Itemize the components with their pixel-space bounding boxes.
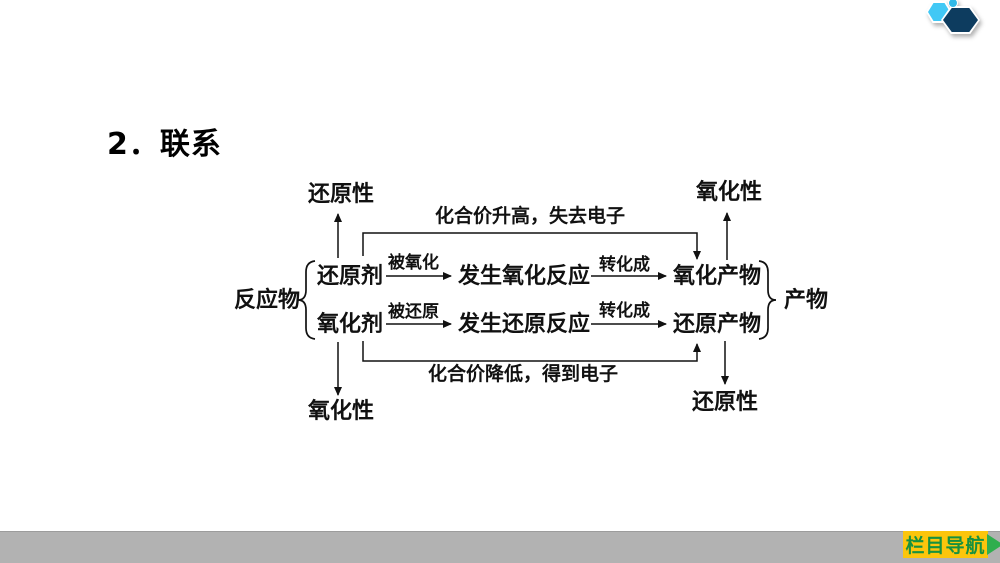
property-top-left: 还原性 [308, 181, 375, 206]
nav-badge-plate: 栏目导航 [903, 531, 988, 558]
oxidation-reaction-label: 发生氧化反应 [458, 263, 591, 288]
property-top-right: 氧化性 [696, 179, 763, 204]
nav-badge-label: 栏目导航 [905, 536, 986, 557]
convert-label-row1: 转化成 [599, 255, 650, 274]
reducing-agent-label: 还原剂 [317, 263, 384, 288]
nav-badge-button[interactable]: 栏目导航 [903, 531, 1000, 558]
oxidizing-agent-label: 氧化剂 [317, 311, 384, 336]
oxidation-product-label: 氧化产物 [673, 263, 762, 288]
right-brace [758, 260, 777, 340]
hexagon-logo [925, 0, 1000, 55]
page-title: 2．联系 [107, 127, 222, 162]
reduction-reaction-label: 发生还原反应 [458, 311, 591, 336]
property-bottom-right: 还原性 [692, 389, 759, 414]
reactants-label: 反应物 [234, 287, 301, 312]
reduced-process-label: 被还原 [388, 302, 439, 321]
line-valence-down [362, 341, 701, 362]
left-brace [297, 260, 316, 340]
property-bottom-left: 氧化性 [308, 398, 375, 423]
products-label: 产物 [784, 287, 829, 312]
nav-arrow-icon [987, 534, 1000, 555]
oxidized-process-label: 被氧化 [388, 253, 439, 272]
valence-up-note: 化合价升高，失去电子 [435, 206, 626, 227]
reduction-product-label: 还原产物 [673, 311, 762, 336]
valence-down-note: 化合价降低，得到电子 [428, 364, 619, 385]
footer-bar [0, 531, 1000, 563]
convert-label-row2: 转化成 [599, 301, 650, 320]
logo-dot-icon [948, 0, 958, 8]
